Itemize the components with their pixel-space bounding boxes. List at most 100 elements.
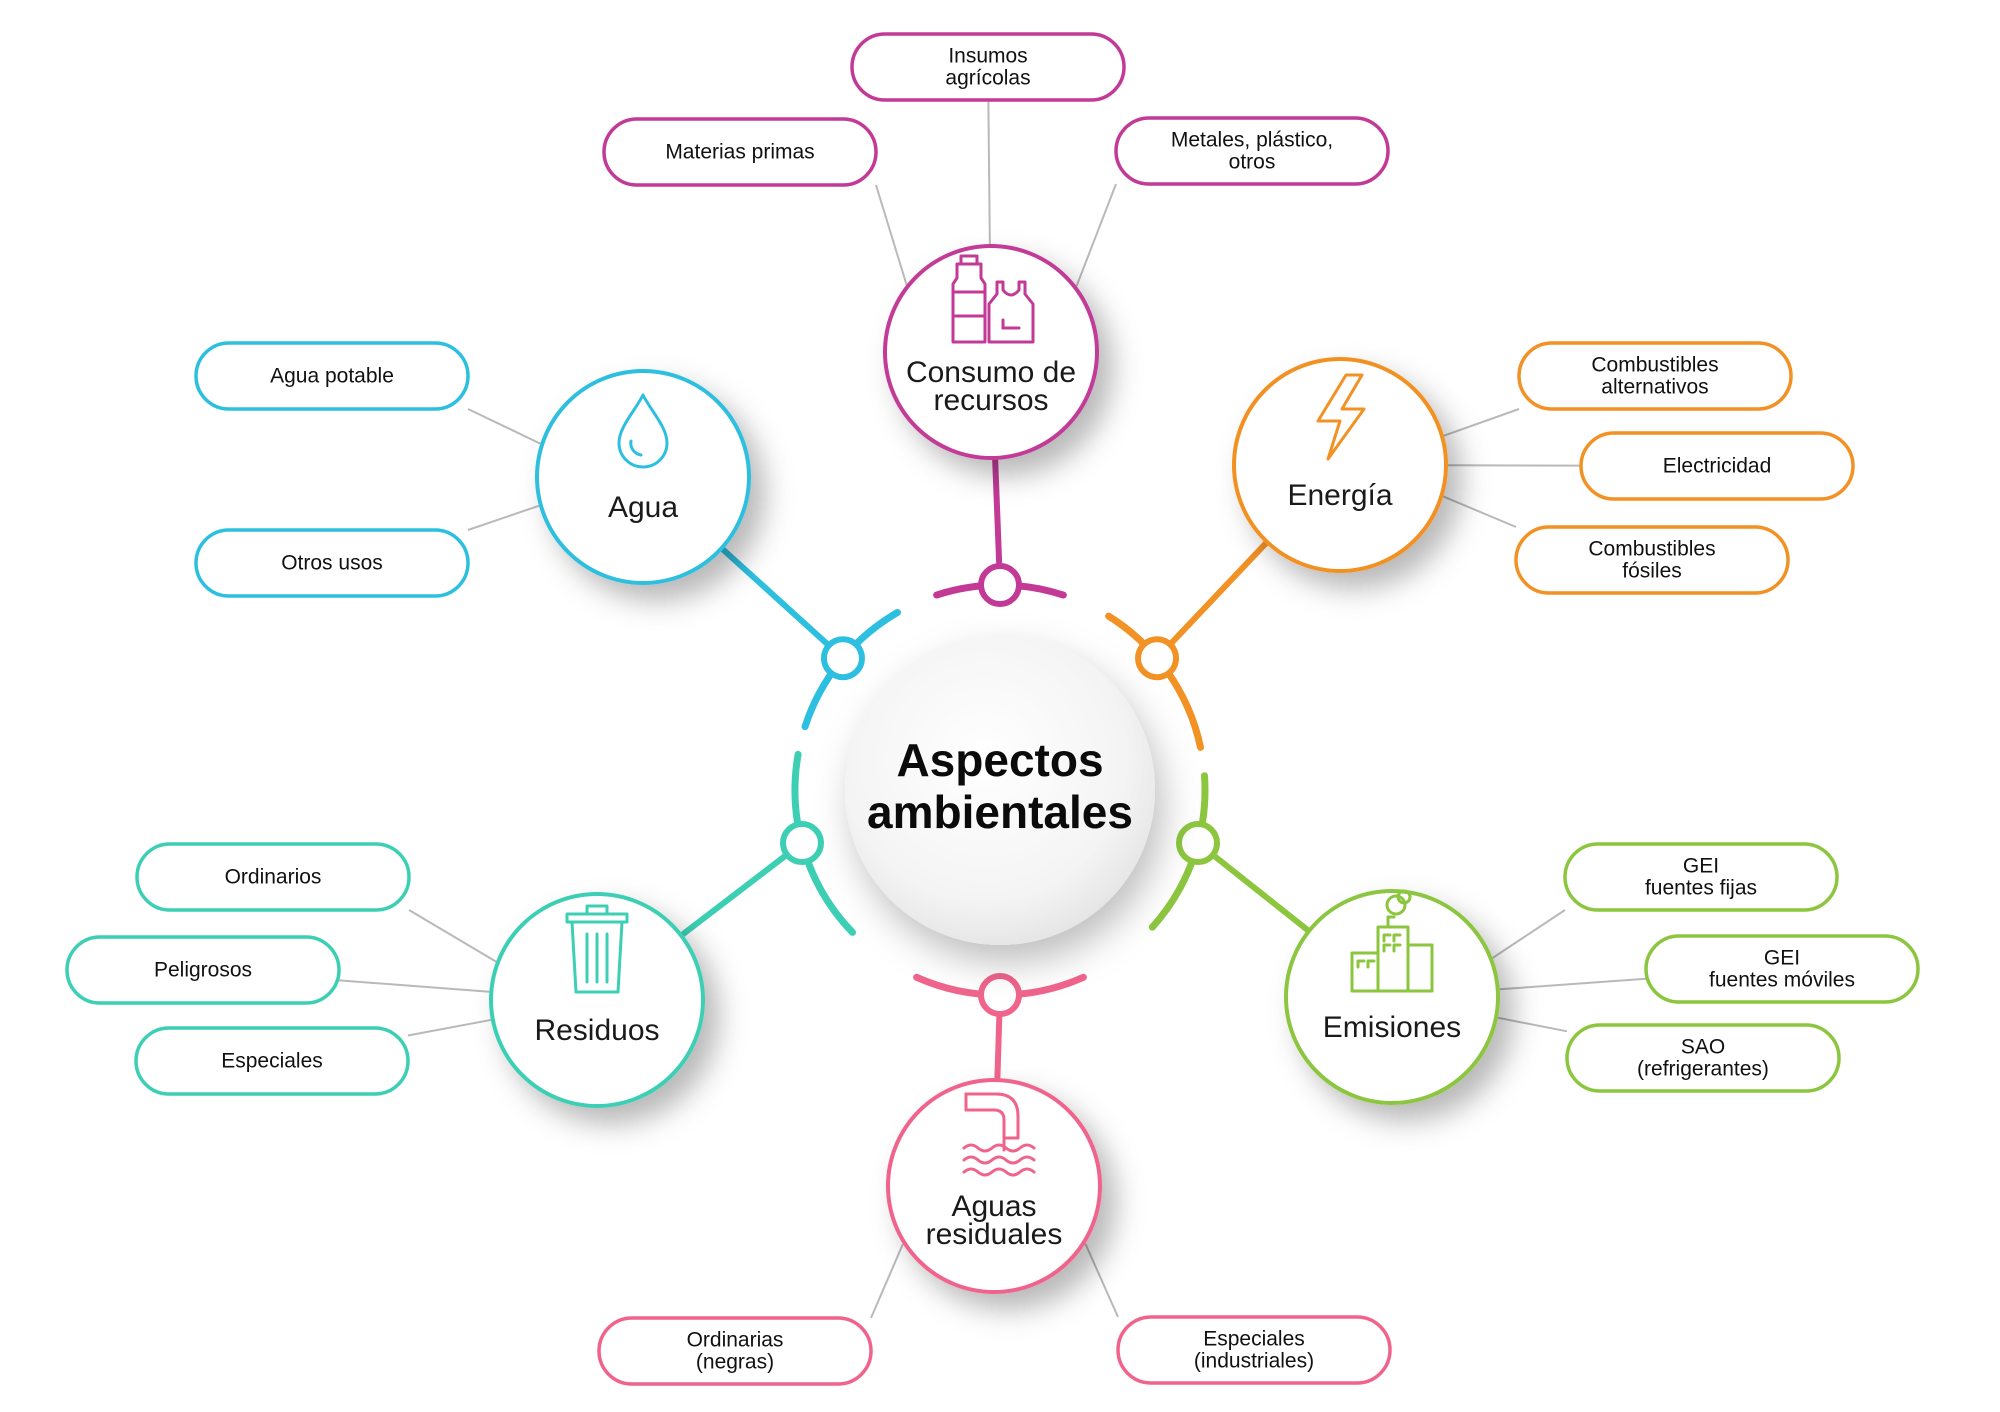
leaf-residuos-2: Especiales: [134, 1026, 410, 1096]
leaf-connector: [1084, 1243, 1119, 1318]
hub-circle: [883, 244, 1099, 460]
text-line: Peligrosos: [154, 959, 252, 982]
center-circle: [845, 635, 1155, 945]
leaf-connector: [467, 408, 541, 445]
leaf-energia-1: Electricidad: [1579, 431, 1855, 501]
ring-node-consumo: [978, 563, 1022, 607]
text-line: residuales: [926, 1218, 1063, 1251]
water-drop-icon: [617, 393, 669, 469]
leaf-agua-0: Agua potable: [194, 341, 470, 411]
leaf-connector: [1442, 495, 1517, 528]
leaf-connector: [1443, 408, 1520, 437]
leaf-connector: [1492, 909, 1566, 959]
text-line: Emisiones: [1323, 1011, 1461, 1044]
text-line: Ordinarios: [225, 866, 322, 889]
leaf-pill-shape: [1579, 431, 1855, 501]
hub-circle: [535, 369, 751, 585]
text-line: Electricidad: [1663, 455, 1772, 478]
ring-node-agua: [820, 636, 865, 681]
text-line: Especiales: [221, 1050, 323, 1073]
leaf-pill-shape: [1644, 934, 1920, 1004]
leaf-connector: [467, 504, 540, 531]
text-line: Combustibles: [1588, 538, 1715, 561]
leaf-agua-1: Otros usos: [194, 528, 470, 598]
leaf-label: Ordinarias(negras): [687, 1329, 784, 1374]
leaf-emisiones-2: SAO(refrigerantes): [1565, 1023, 1841, 1093]
hub-circle: [489, 892, 705, 1108]
text-line: otros: [1229, 151, 1276, 174]
leaf-pill-shape: [1116, 1315, 1392, 1385]
leaf-connector: [987, 99, 991, 245]
leaf-consumo-0: Materias primas: [602, 117, 878, 187]
text-line: alternativos: [1601, 376, 1708, 399]
text-line: GEI: [1683, 855, 1719, 878]
text-line: (industriales): [1194, 1350, 1314, 1373]
leaf-pill-shape: [850, 32, 1126, 102]
leaf-pill-shape: [194, 341, 470, 411]
text-line: (negras): [696, 1351, 774, 1374]
hub-emisiones: Emisiones: [1284, 889, 1500, 1105]
center-ring: [779, 563, 1221, 1017]
text-line: Aguas: [951, 1190, 1036, 1223]
leaf-label: Agua potable: [270, 365, 394, 388]
leaf-label: Especiales(industriales): [1194, 1328, 1314, 1373]
leaf-connector: [338, 979, 490, 993]
text-line: recursos: [933, 384, 1048, 417]
leaf-pill-shape: [1114, 116, 1390, 186]
ring-node-aguas-residuales: [978, 973, 1022, 1017]
hub-residuos: Residuos: [489, 892, 705, 1108]
hub-circle: [1284, 889, 1500, 1105]
leaf-label: SAO(refrigerantes): [1637, 1036, 1769, 1081]
leaf-consumo-2: Metales, plástico,otros: [1114, 116, 1390, 186]
hub-circle: [1232, 357, 1448, 573]
leaf-connector: [407, 1018, 492, 1037]
text-line: GEI: [1764, 947, 1800, 970]
leaf-label: Otros usos: [281, 552, 383, 575]
leaf-pill-shape: [1565, 1023, 1841, 1093]
leaf-label: Metales, plástico,otros: [1171, 129, 1333, 174]
text-line: (refrigerantes): [1637, 1058, 1769, 1081]
leaf-connector: [1075, 183, 1117, 287]
ring-node-residuos: [779, 821, 824, 866]
hub-energia: Energía: [1232, 357, 1448, 573]
leaf-connector: [408, 909, 497, 963]
text-line: Materias primas: [665, 141, 814, 164]
hub-circle: [886, 1078, 1102, 1294]
leaf-connector: [870, 1243, 904, 1319]
text-line: Ordinarias: [687, 1329, 784, 1352]
hub-label: Emisiones: [1323, 1011, 1461, 1044]
ring-node-energia: [1135, 636, 1180, 681]
leaf-pill-shape: [134, 1026, 410, 1096]
leaf-label: Ordinarios: [225, 866, 322, 889]
text-line: Residuos: [534, 1014, 659, 1047]
leaf-pill-shape: [597, 1316, 873, 1386]
lightning-bolt-icon: [1316, 373, 1366, 461]
leaf-aguas-residuales-0: Ordinarias(negras): [597, 1316, 873, 1386]
factory-smoke-icon: [1350, 889, 1434, 993]
text-line: Agua potable: [270, 365, 394, 388]
hub-agua: Agua: [535, 369, 751, 585]
text-line: Otros usos: [281, 552, 383, 575]
text-line: agrícolas: [945, 67, 1030, 90]
leaf-connector: [1499, 977, 1647, 991]
leaf-connector: [1497, 1016, 1568, 1033]
text-line: fuentes fijas: [1645, 877, 1757, 900]
text-line: Aspectos: [896, 734, 1103, 786]
leaf-connector: [875, 184, 908, 285]
text-line: Agua: [608, 491, 678, 524]
bottle-bag-icon: [951, 254, 1035, 344]
leaf-label: Peligrosos: [154, 959, 252, 982]
leaf-residuos-0: Ordinarios: [135, 842, 411, 912]
leaf-pill-shape: [1517, 341, 1793, 411]
leaf-pill-shape: [1514, 525, 1790, 595]
